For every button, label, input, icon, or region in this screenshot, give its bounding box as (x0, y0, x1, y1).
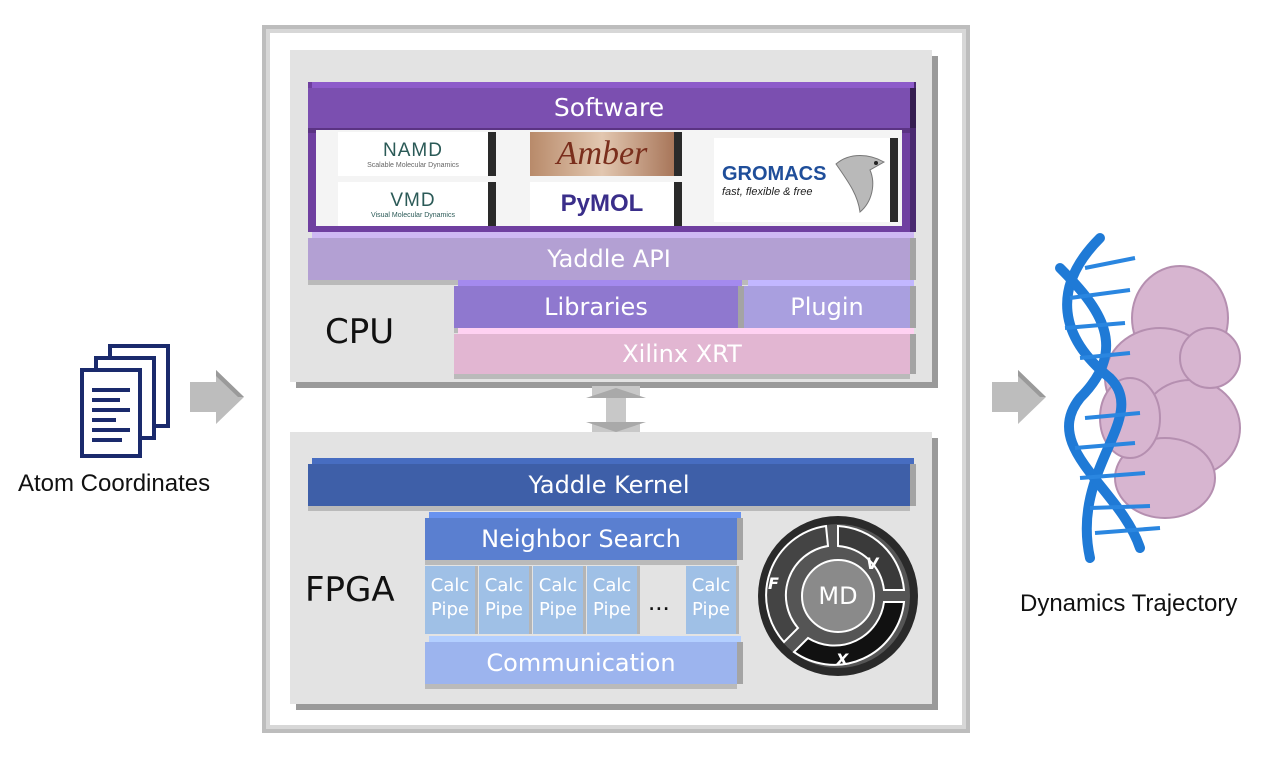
bidirectional-arrow-icon (578, 386, 654, 438)
dynamics-trajectory-label: Dynamics Trajectory (1020, 590, 1238, 617)
dna-protein-structure-image (1040, 228, 1250, 568)
calc-pipe-ellipsis: ... (648, 586, 670, 616)
amber-logo: Amber (530, 132, 674, 176)
yaddle-kernel-bar: Yaddle Kernel (308, 464, 910, 506)
libraries-bar: Libraries (454, 286, 738, 328)
md-cycle-x-label: X (836, 650, 849, 669)
gromacs-logo: GROMACS fast, flexible & free (714, 138, 890, 222)
output-arrow-icon (992, 362, 1048, 436)
md-cycle-center-label: MD (818, 582, 858, 610)
neighbor-search-bar: Neighbor Search (425, 518, 737, 560)
xilinx-xrt-bar: Xilinx XRT (454, 334, 910, 374)
md-cycle-icon: MD F V X (754, 512, 922, 680)
atom-coordinates-label: Atom Coordinates (18, 470, 211, 497)
software-bar: Software (308, 88, 910, 128)
fpga-label: FPGA (305, 570, 395, 610)
input-arrow-icon (190, 362, 246, 436)
plugin-bar: Plugin (744, 286, 910, 328)
documents-icon (76, 340, 176, 460)
communication-bar: Communication (425, 642, 737, 684)
pymol-logo: PyMOL (530, 182, 674, 226)
cpu-label: CPU (325, 312, 395, 352)
yaddle-api-bar: Yaddle API (308, 238, 910, 280)
namd-logo: NAMD Scalable Molecular Dynamics (338, 132, 488, 176)
vmd-logo: VMD Visual Molecular Dynamics (338, 182, 488, 226)
md-cycle-v-label: V (866, 554, 879, 573)
md-cycle-f-label: F (768, 574, 779, 593)
